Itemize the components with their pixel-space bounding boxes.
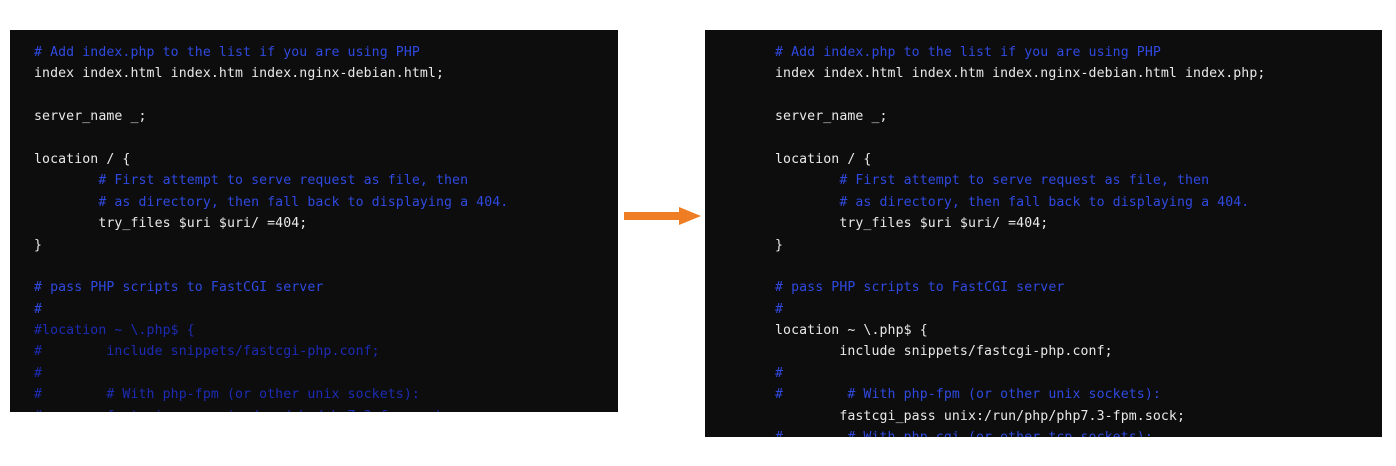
code-line: #location ~ \.php$ { bbox=[34, 323, 195, 339]
arrow-head-icon bbox=[679, 207, 701, 225]
code-line: location ~ \.php$ { bbox=[775, 323, 928, 339]
code-line: # Add index.php to the list if you are u… bbox=[34, 45, 420, 60]
code-line: # pass PHP scripts to FastCGI server bbox=[775, 280, 1065, 296]
code-line: # pass PHP scripts to FastCGI server bbox=[34, 280, 324, 296]
code-line: # bbox=[775, 301, 784, 317]
code-line: fastcgi_pass unix:/run/php/php7.3-fpm.so… bbox=[775, 408, 1186, 424]
config-panel-before: # Add index.php to the list if you are u… bbox=[10, 30, 618, 412]
code-line: } bbox=[775, 237, 784, 253]
code-line: index index.html index.htm index.nginx-d… bbox=[775, 66, 1266, 82]
code-line: try_files $uri $uri/ =404; bbox=[34, 216, 308, 232]
code-line: # First attempt to serve request as file… bbox=[775, 173, 1210, 189]
arrow-shaft bbox=[624, 212, 682, 220]
config-panel-after: # Add index.php to the list if you are u… bbox=[705, 30, 1382, 437]
code-line: # First attempt to serve request as file… bbox=[34, 173, 469, 189]
code-line: # as directory, then fall back to displa… bbox=[34, 194, 509, 210]
code-line bbox=[775, 128, 1382, 149]
code-line: # # With php-fpm (or other unix sockets)… bbox=[775, 387, 1161, 403]
code-line bbox=[34, 128, 618, 149]
code-line: server_name _; bbox=[775, 109, 888, 125]
code-line: # as directory, then fall back to displa… bbox=[775, 194, 1250, 210]
code-line bbox=[34, 256, 618, 277]
code-line: # bbox=[34, 301, 43, 317]
code-line: # Add index.php to the list if you are u… bbox=[775, 45, 1161, 60]
code-line: # # With php-cgi (or other tcp sockets): bbox=[775, 427, 1382, 437]
code-line: include snippets/fastcgi-php.conf; bbox=[775, 344, 1113, 360]
code-line: # include snippets/fastcgi-php.conf; bbox=[34, 344, 380, 360]
code-line: index index.html index.htm index.nginx-d… bbox=[34, 66, 445, 82]
code-line: # bbox=[775, 365, 784, 381]
code-line: location / { bbox=[34, 151, 131, 167]
code-line: location / { bbox=[775, 151, 872, 167]
code-line: # fastcgi_pass unix:/run/php/php7.3-fpm.… bbox=[34, 406, 618, 412]
code-line bbox=[775, 85, 1382, 106]
transformation-arrow bbox=[624, 207, 702, 225]
code-line bbox=[775, 256, 1382, 277]
code-line: } bbox=[34, 237, 43, 253]
code-line: server_name _; bbox=[34, 109, 147, 125]
code-line: # # With php-fpm (or other unix sockets)… bbox=[34, 387, 420, 403]
code-line bbox=[34, 85, 618, 106]
code-line: # bbox=[34, 365, 43, 381]
code-line: try_files $uri $uri/ =404; bbox=[775, 216, 1049, 232]
